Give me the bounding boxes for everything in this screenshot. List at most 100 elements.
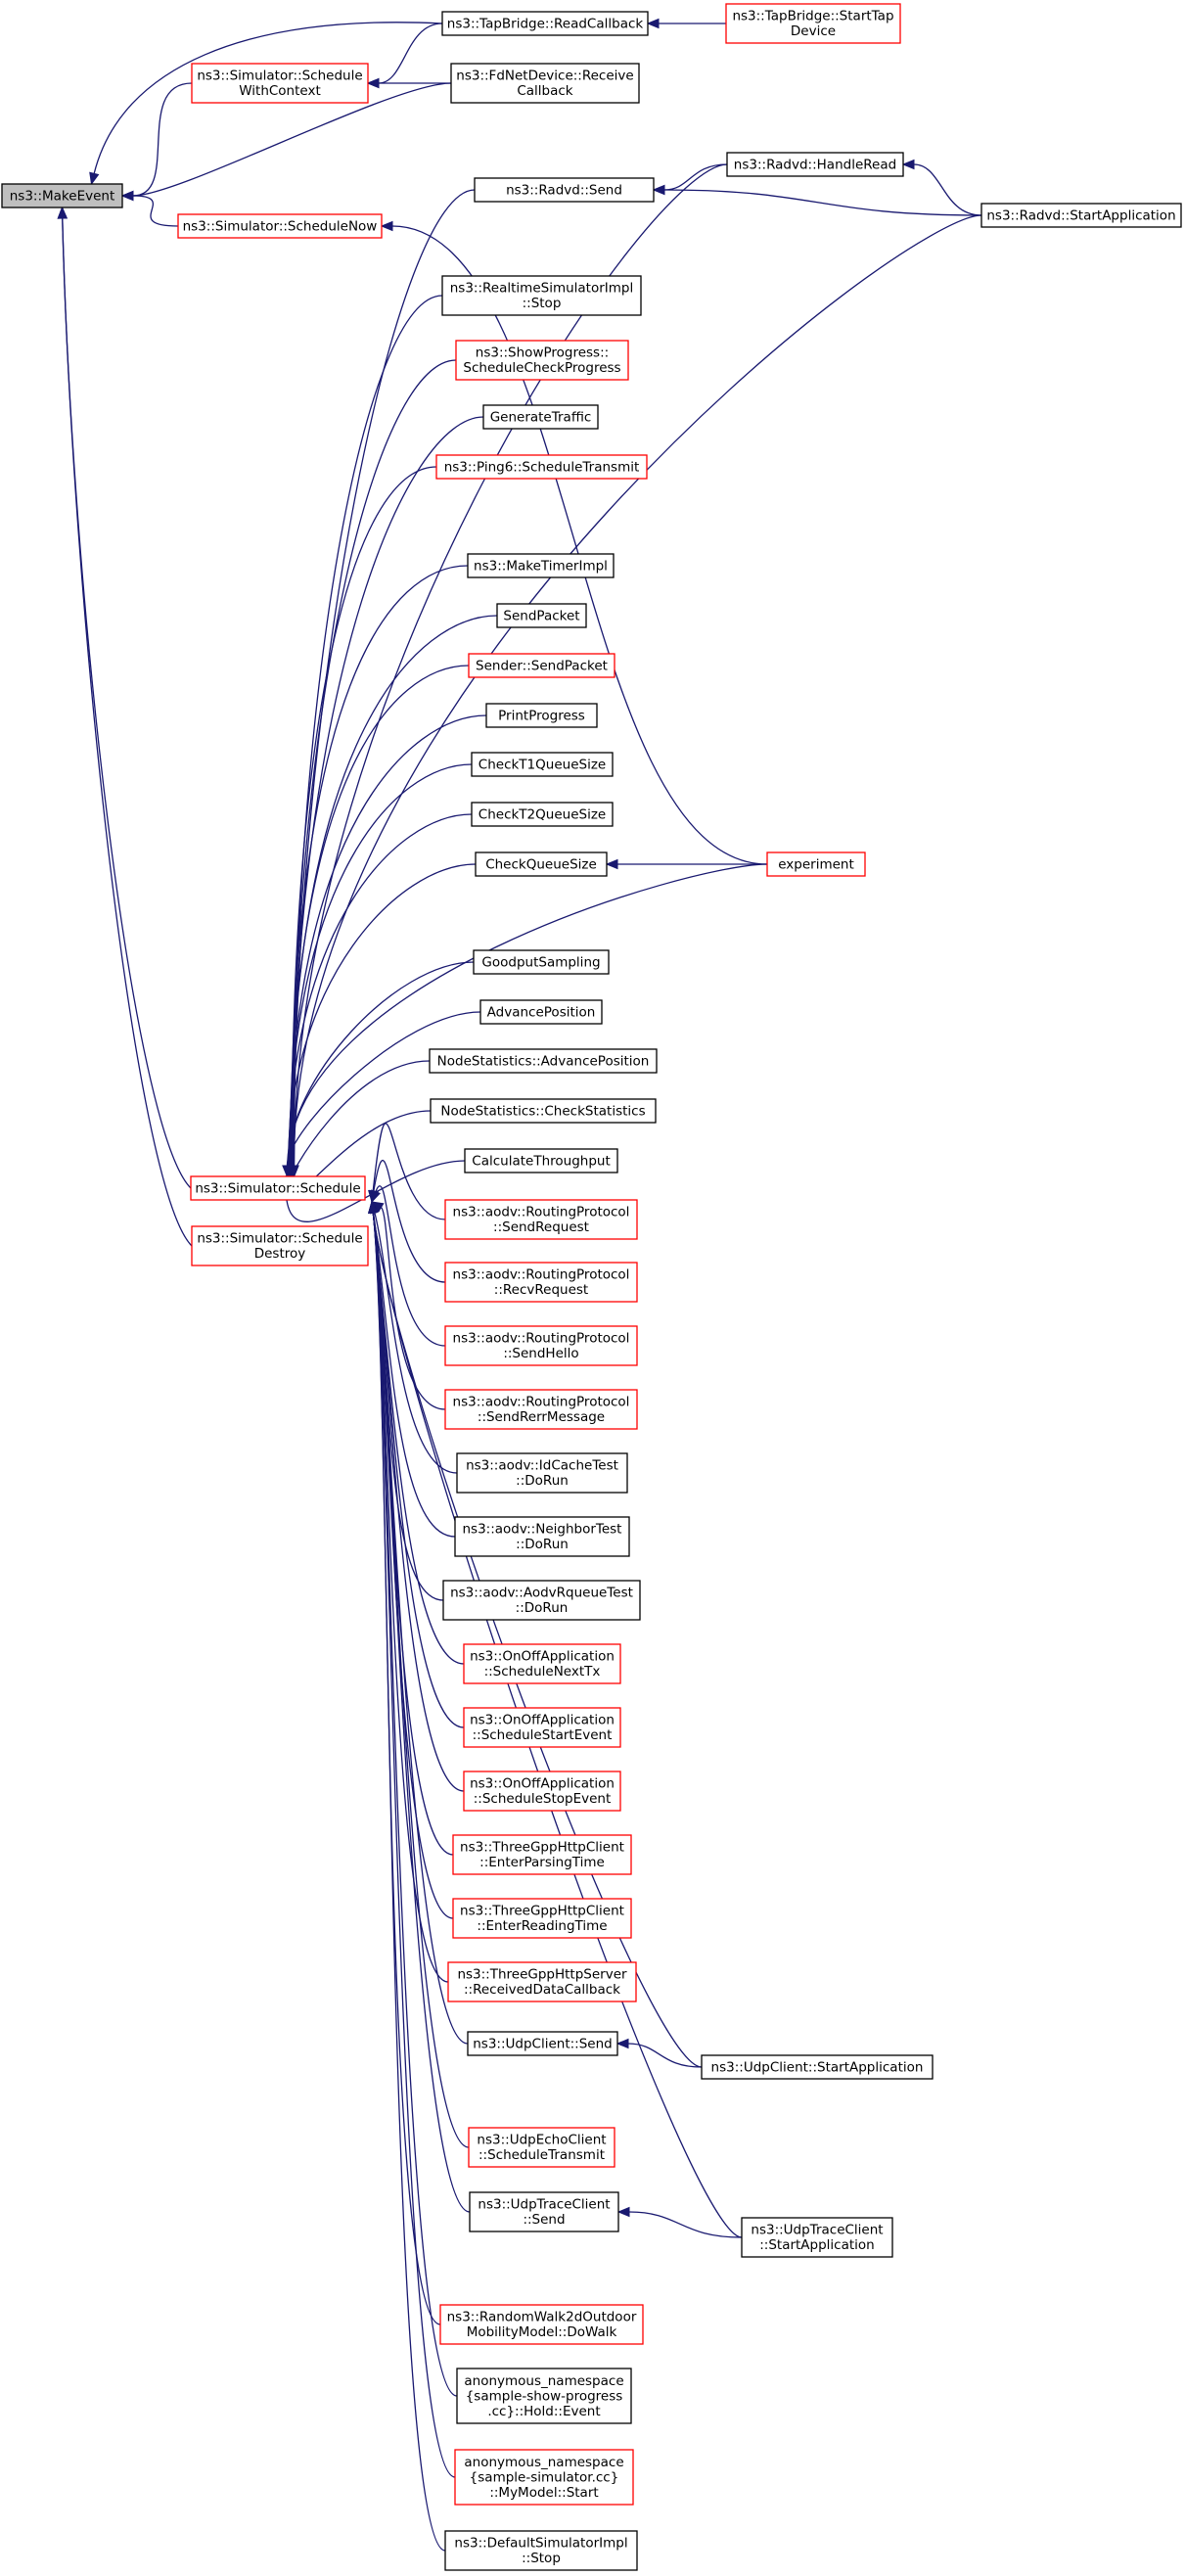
node-t1q[interactable]: CheckT1QueueSize xyxy=(471,752,614,777)
node-aodv_idc[interactable]: ns3::aodv::IdCacheTest::DoRun xyxy=(456,1452,628,1494)
node-radvd_read[interactable]: ns3::Radvd::HandleRead xyxy=(726,152,904,177)
node-aodv_sreq[interactable]: ns3::aodv::RoutingProtocol::SendRequest xyxy=(444,1199,638,1240)
edge-aodv_hello-to-sched xyxy=(371,1185,446,1347)
edge-sched_destroy-to-makeevent xyxy=(57,206,193,1247)
node-showprog[interactable]: ns3::ShowProgress::ScheduleCheckProgress xyxy=(455,340,629,381)
node-box xyxy=(444,1325,638,1366)
edge-line xyxy=(287,863,768,1167)
node-sender_send[interactable]: Sender::SendPacket xyxy=(468,653,615,678)
node-aodv_nbr[interactable]: ns3::aodv::NeighborTest::DoRun xyxy=(454,1516,630,1557)
node-box xyxy=(452,1834,632,1875)
node-udptr_send[interactable]: ns3::UdpTraceClient::Send xyxy=(469,2191,619,2232)
node-printprog[interactable]: PrintProgress xyxy=(485,703,598,728)
node-anon_model[interactable]: anonymous_namespace{sample-simulator.cc}… xyxy=(454,2449,634,2506)
arrow-head xyxy=(89,171,100,186)
node-rt_stop[interactable]: ns3::RealtimeSimulatorImpl::Stop xyxy=(441,275,642,316)
node-label: ns3::ThreeGppHttpServer xyxy=(457,1967,627,1983)
node-label: ::SendHello xyxy=(503,1346,578,1361)
node-label: ns3::Simulator::Schedule xyxy=(197,1231,362,1247)
node-sched_now[interactable]: ns3::Simulator::ScheduleNow xyxy=(177,213,383,239)
node-label: ::Stop xyxy=(522,2551,561,2566)
node-label: ns3::FdNetDevice::Receive xyxy=(456,69,633,84)
node-sched[interactable]: ns3::Simulator::Schedule xyxy=(190,1175,366,1201)
node-label: ::ScheduleStartEvent xyxy=(473,1727,613,1743)
node-label: CheckQueueSize xyxy=(485,856,597,872)
node-box xyxy=(469,2191,619,2232)
edge-line xyxy=(288,763,473,1167)
node-maketimer[interactable]: ns3::MakeTimerImpl xyxy=(467,553,615,578)
node-aodv_hello[interactable]: ns3::aodv::RoutingProtocol::SendHello xyxy=(444,1325,638,1366)
node-http_read[interactable]: ns3::ThreeGppHttpClient::EnterReadingTim… xyxy=(452,1898,632,1939)
edge-line xyxy=(375,1185,446,1347)
node-aodv_rerr[interactable]: ns3::aodv::RoutingProtocol::SendRerrMess… xyxy=(444,1389,638,1430)
node-label: ns3::ThreeGppHttpClient xyxy=(460,1840,624,1856)
node-label: ns3::aodv::NeighborTest xyxy=(463,1522,622,1538)
node-box xyxy=(455,340,629,381)
node-label: NodeStatistics::AdvancePosition xyxy=(437,1053,650,1069)
node-goodput[interactable]: GoodputSampling xyxy=(473,949,610,975)
node-box xyxy=(1,183,123,208)
node-label: ns3::TapBridge::ReadCallback xyxy=(447,16,644,31)
node-def_stop[interactable]: ns3::DefaultSimulatorImpl::Stop xyxy=(444,2530,638,2571)
node-t2q[interactable]: CheckT2QueueSize xyxy=(471,802,614,827)
edge-line xyxy=(374,1212,458,1474)
node-onoff_start[interactable]: ns3::OnOffApplication::ScheduleStartEven… xyxy=(463,1707,621,1748)
node-udp_start[interactable]: ns3::UdpClient::StartApplication xyxy=(701,2054,934,2080)
node-box xyxy=(441,275,642,316)
node-http_parse[interactable]: ns3::ThreeGppHttpClient::EnterParsingTim… xyxy=(452,1834,632,1875)
node-advpos[interactable]: AdvancePosition xyxy=(479,999,603,1025)
edge-line xyxy=(372,1123,446,1220)
node-ns_advpos[interactable]: NodeStatistics::AdvancePosition xyxy=(429,1048,658,1074)
node-rw2d[interactable]: ns3::RandomWalk2dOutdoorMobilityModel::D… xyxy=(439,2304,644,2345)
node-label: GoodputSampling xyxy=(481,954,600,970)
node-label: Sender::SendPacket xyxy=(476,658,608,673)
arrow-head xyxy=(57,206,68,219)
node-radvd_start[interactable]: ns3::Radvd::StartApplication xyxy=(980,203,1182,228)
node-radvd_send[interactable]: ns3::Radvd::Send xyxy=(474,177,655,203)
edge-tap_starttap-to-tap_readcb xyxy=(646,18,726,29)
node-box xyxy=(444,1389,638,1430)
node-udpecho[interactable]: ns3::UdpEchoClient::ScheduleTransmit xyxy=(468,2127,615,2168)
edge-line xyxy=(372,1212,465,1792)
arrow-head xyxy=(615,2038,629,2049)
node-label: AdvancePosition xyxy=(487,1004,596,1020)
node-anon_hold[interactable]: anonymous_namespace{sample-show-progress… xyxy=(456,2368,632,2424)
node-checkq[interactable]: CheckQueueSize xyxy=(475,851,608,877)
node-box xyxy=(468,2127,615,2168)
node-gentraffic[interactable]: GenerateTraffic xyxy=(482,404,599,430)
node-experiment[interactable]: experiment xyxy=(766,851,866,877)
node-aodv_rq[interactable]: ns3::aodv::AodvRqueueTest::DoRun xyxy=(442,1580,641,1621)
node-sendpacket[interactable]: SendPacket xyxy=(496,603,587,628)
node-onoff_stop[interactable]: ns3::OnOffApplication::ScheduleStopEvent xyxy=(463,1771,621,1812)
node-ping6[interactable]: ns3::Ping6::ScheduleTransmit xyxy=(435,454,648,480)
node-label: ::SendRequest xyxy=(493,1219,589,1235)
node-label: NodeStatistics::CheckStatistics xyxy=(440,1103,645,1119)
node-label: ns3::OnOffApplication xyxy=(470,1649,615,1665)
node-box xyxy=(980,203,1182,228)
edge-line xyxy=(663,163,728,191)
edge-line xyxy=(287,863,477,1167)
node-label: ns3::UdpTraceClient xyxy=(751,2223,883,2238)
node-udp_send[interactable]: ns3::UdpClient::Send xyxy=(467,2031,618,2056)
node-box xyxy=(473,949,610,975)
edge-line xyxy=(290,565,469,1167)
node-http_srv[interactable]: ns3::ThreeGppHttpServer::ReceivedDataCal… xyxy=(447,1961,637,2002)
node-udptr_start[interactable]: ns3::UdpTraceClient::StartApplication xyxy=(741,2217,893,2258)
node-aodv_rreq[interactable]: ns3::aodv::RoutingProtocol::RecvRequest xyxy=(444,1262,638,1303)
node-tap_readcb[interactable]: ns3::TapBridge::ReadCallback xyxy=(441,11,649,36)
arrow-head xyxy=(616,2206,630,2218)
node-makeevent[interactable]: ns3::MakeEvent xyxy=(1,183,123,208)
node-onoff_next[interactable]: ns3::OnOffApplication::ScheduleNextTx xyxy=(463,1643,621,1684)
node-calcthr[interactable]: CalculateThroughput xyxy=(464,1148,618,1173)
node-label: CalculateThroughput xyxy=(472,1153,610,1169)
node-label: ns3::UdpEchoClient xyxy=(477,2133,606,2148)
arrow-head xyxy=(366,77,380,89)
node-label: ns3::OnOffApplication xyxy=(470,1776,615,1792)
node-ns_check[interactable]: NodeStatistics::CheckStatistics xyxy=(430,1098,657,1124)
node-label: ::ReceivedDataCallback xyxy=(464,1982,620,1998)
node-label: ns3::aodv::AodvRqueueTest xyxy=(450,1586,633,1601)
